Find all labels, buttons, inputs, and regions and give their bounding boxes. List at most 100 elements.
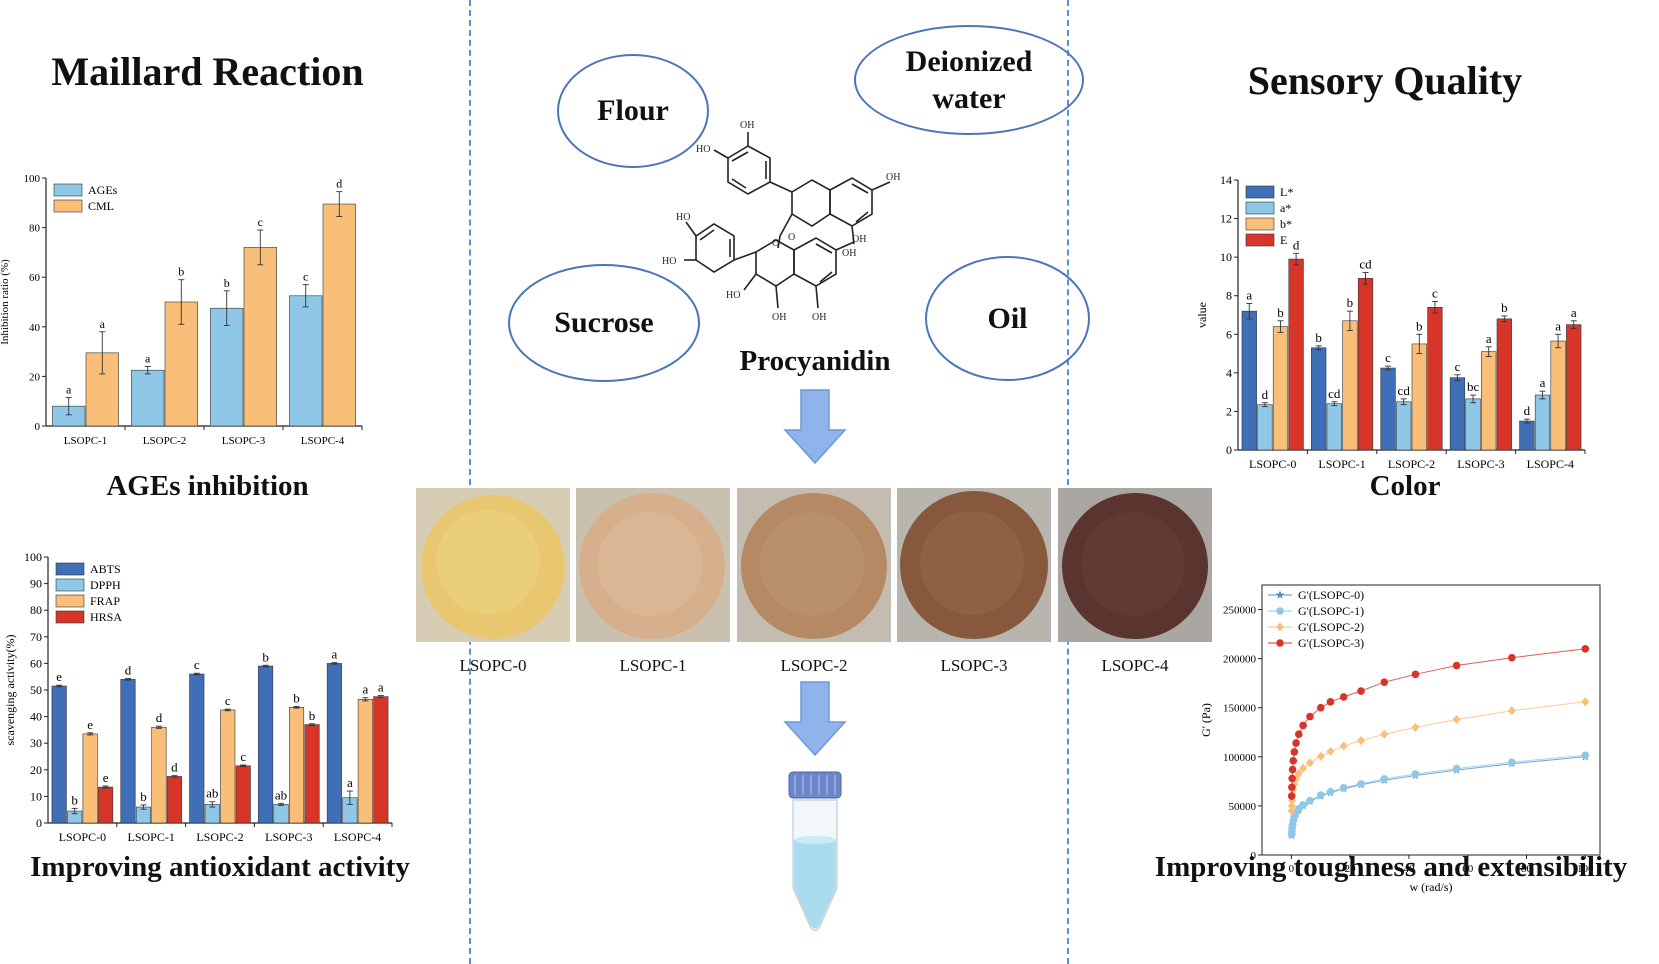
x-tick-label: 100 xyxy=(1577,863,1594,875)
data-point xyxy=(1316,751,1325,761)
data-point xyxy=(1357,687,1365,695)
y-tick-label: 2 xyxy=(1226,404,1232,418)
data-point xyxy=(1306,712,1314,721)
legend-swatch xyxy=(53,199,83,213)
legend-swatch xyxy=(55,562,85,576)
oil-ellipse: Oil xyxy=(925,256,1090,381)
y-tick-label: 6 xyxy=(1226,327,1232,341)
y-tick-label: 100000 xyxy=(1223,752,1257,764)
bar xyxy=(1411,343,1427,451)
x-tick-label: 20 xyxy=(1345,863,1357,875)
y-axis-label: Inhibition ratio (%) xyxy=(0,259,11,345)
significance-letter: b xyxy=(1347,295,1354,310)
significance-letter: b xyxy=(309,708,316,723)
bar xyxy=(131,369,165,427)
series-line xyxy=(1291,756,1586,836)
x-tick-label: LSOPC-3 xyxy=(265,830,312,844)
y-tick-label: 20 xyxy=(29,371,41,383)
y-tick-label: 30 xyxy=(30,736,42,750)
significance-letter: cd xyxy=(1359,257,1372,272)
legend-label: a* xyxy=(1280,201,1291,215)
significance-letter: b xyxy=(293,690,300,705)
plot-frame xyxy=(1261,584,1601,856)
flour-label: Flour xyxy=(597,94,669,128)
x-tick-label: LSOPC-4 xyxy=(301,435,345,447)
significance-letter: c xyxy=(258,215,263,229)
y-tick-label: 0 xyxy=(36,816,42,830)
significance-letter: cd xyxy=(1328,386,1341,401)
x-tick-label: LSOPC-3 xyxy=(222,435,266,447)
bar xyxy=(1481,351,1497,451)
series-line xyxy=(1291,754,1586,835)
significance-letter: c xyxy=(303,270,308,284)
bar xyxy=(1519,420,1535,451)
legend-swatch xyxy=(55,610,85,624)
down-arrow-1 xyxy=(783,389,847,465)
y-tick-label: 50000 xyxy=(1229,801,1257,813)
color-chart: 02468101214valueLSOPC-0adbdLSOPC-1bcdbcd… xyxy=(1195,173,1586,471)
data-point xyxy=(1452,715,1461,725)
legend-swatch xyxy=(1245,217,1275,231)
y-tick-label: 50 xyxy=(30,683,42,697)
legend-label: L* xyxy=(1280,185,1293,199)
data-point xyxy=(1288,783,1296,792)
data-point xyxy=(1287,801,1296,811)
legend-swatch xyxy=(1245,201,1275,215)
svg-text:HO: HO xyxy=(662,256,676,267)
significance-letter: a xyxy=(331,647,337,662)
svg-text:HO: HO xyxy=(726,290,740,301)
data-point xyxy=(1452,661,1461,670)
bar xyxy=(82,733,98,824)
oil-label: Oil xyxy=(987,301,1028,335)
significance-letter: cd xyxy=(1398,383,1411,398)
data-point xyxy=(1452,764,1461,773)
bar xyxy=(1380,367,1396,451)
y-tick-label: 100 xyxy=(24,550,42,564)
molecule-atom-labels: OH HO OH OH O O HO HO OH HO OH OH xyxy=(662,120,900,323)
legend-label: HRSA xyxy=(90,610,122,624)
bar xyxy=(166,776,182,824)
significance-letter: a xyxy=(1540,375,1546,390)
significance-letter: d xyxy=(125,663,132,678)
significance-letter: b xyxy=(262,649,269,664)
significance-letter: ab xyxy=(275,787,287,802)
significance-letter: b xyxy=(1277,305,1284,320)
bar xyxy=(98,786,114,824)
y-tick-label: 0 xyxy=(1226,443,1232,457)
bar xyxy=(1427,306,1443,451)
y-tick-label: 80 xyxy=(30,603,42,617)
data-point xyxy=(1339,783,1348,792)
data-point xyxy=(1292,739,1300,747)
divider-right xyxy=(1067,0,1069,964)
y-tick-label: 100 xyxy=(24,173,41,185)
y-axis-label: value xyxy=(1195,302,1209,328)
svg-text:OH: OH xyxy=(812,312,826,323)
flour-ellipse: Flour xyxy=(557,54,709,168)
antioxidant-title: Improving antioxidant activity xyxy=(30,851,410,883)
y-tick-label: 0 xyxy=(1251,850,1257,862)
legend-swatch xyxy=(1245,233,1275,247)
bar xyxy=(120,679,136,824)
significance-letter: a xyxy=(1555,318,1561,333)
y-tick-label: 12 xyxy=(1220,212,1232,226)
significance-letter: b xyxy=(1315,330,1322,345)
bar xyxy=(1465,398,1481,451)
bar xyxy=(258,665,274,824)
x-tick-label: LSOPC-4 xyxy=(1527,457,1574,471)
bar xyxy=(288,706,305,824)
x-tick-label: 60 xyxy=(1462,863,1474,875)
legend-swatch xyxy=(1245,185,1275,199)
data-point xyxy=(1316,703,1325,712)
legend-label: AGEs xyxy=(88,183,118,197)
x-tick-label: 80 xyxy=(1521,863,1533,875)
significance-letter: d xyxy=(1293,237,1300,252)
significance-letter: c xyxy=(1432,286,1438,301)
legend-label: E xyxy=(1280,233,1287,247)
significance-letter: c xyxy=(225,693,231,708)
bar xyxy=(1534,394,1551,451)
data-point xyxy=(1326,698,1335,706)
procyanidin-structure: OH HO OH OH O O HO HO OH HO OH OH xyxy=(662,120,900,323)
data-point xyxy=(1299,801,1307,809)
